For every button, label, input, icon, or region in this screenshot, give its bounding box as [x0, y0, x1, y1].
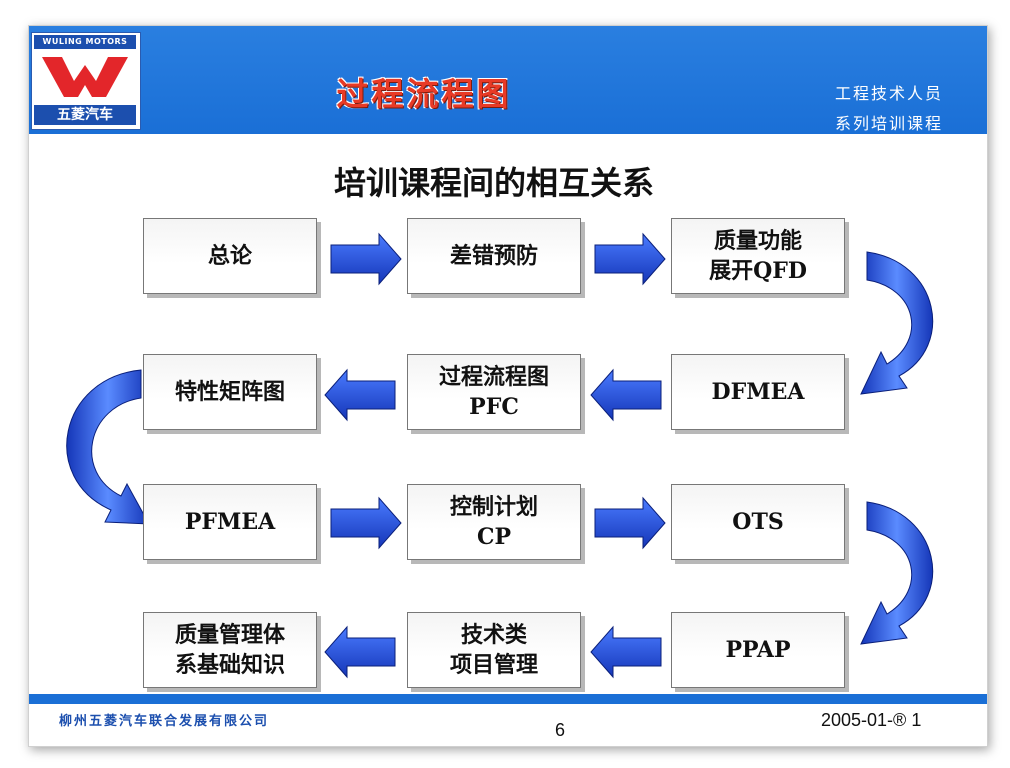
page-title: 过程流程图	[336, 75, 512, 113]
step-box: 过程流程图 PFC	[407, 354, 581, 430]
step-label: 总论	[207, 243, 252, 269]
step-box: 控制计划 CP	[407, 484, 581, 560]
step-label: PFMEA	[184, 509, 276, 535]
curved-arrow-icon	[66, 369, 150, 525]
arrow-left-icon	[590, 625, 662, 679]
curved-arrow-icon	[860, 251, 934, 395]
flow-arrows	[66, 232, 934, 679]
curved-arrow-icon	[860, 501, 934, 645]
step-box: 差错预防	[407, 218, 581, 294]
arrow-right-icon	[594, 496, 666, 550]
footer-date: 2005-01-® 1	[821, 710, 922, 730]
step-box: 技术类 项目管理	[407, 612, 581, 688]
step-label: 控制计划 CP	[449, 494, 538, 550]
arrow-left-icon	[324, 625, 396, 679]
subtitle-line-2: 系列培训课程	[834, 114, 943, 133]
step-box: 质量功能 展开QFD	[671, 218, 845, 294]
step-label: DFMEA	[711, 379, 805, 405]
company-name: 柳州五菱汽车联合发展有限公司	[59, 714, 270, 729]
step-label: 技术类 项目管理	[449, 622, 538, 678]
step-box: PFMEA	[143, 484, 317, 560]
step-box: DFMEA	[671, 354, 845, 430]
step-label: 过程流程图 PFC	[438, 364, 549, 420]
step-box: 质量管理体 系基础知识	[143, 612, 317, 688]
page-number: 6	[555, 720, 566, 740]
logo-chinese-text: 五菱汽车	[34, 105, 136, 125]
subtitle-line-1: 工程技术人员	[834, 84, 943, 103]
step-label: 质量管理体 系基础知识	[174, 622, 285, 678]
wuling-emblem-icon	[42, 57, 128, 97]
step-box: OTS	[671, 484, 845, 560]
arrow-left-icon	[590, 368, 662, 422]
wuling-logo: WULING MOTORS 五菱汽车	[31, 32, 141, 130]
step-label: OTS	[732, 509, 784, 535]
arrow-right-icon	[330, 496, 402, 550]
step-box: 特性矩阵图	[143, 354, 317, 430]
arrow-left-icon	[324, 368, 396, 422]
step-label: PPAP	[725, 637, 791, 663]
step-label: 质量功能 展开QFD	[709, 228, 807, 284]
arrow-right-icon	[330, 232, 402, 286]
header-bar: WULING MOTORS 五菱汽车 过程流程图 工程技术人员 系列培训课程	[29, 26, 987, 134]
step-box: PPAP	[671, 612, 845, 688]
diagram-heading: 培训课程间的相互关系	[333, 164, 654, 202]
arrow-right-icon	[594, 232, 666, 286]
logo-brand-text: WULING MOTORS	[34, 35, 136, 49]
footer-bar	[29, 694, 987, 704]
slide: WULING MOTORS 五菱汽车 过程流程图 工程技术人员 系列培训课程 培…	[28, 25, 988, 747]
step-box: 总论	[143, 218, 317, 294]
step-label: 差错预防	[449, 243, 538, 269]
step-label: 特性矩阵图	[174, 379, 285, 405]
